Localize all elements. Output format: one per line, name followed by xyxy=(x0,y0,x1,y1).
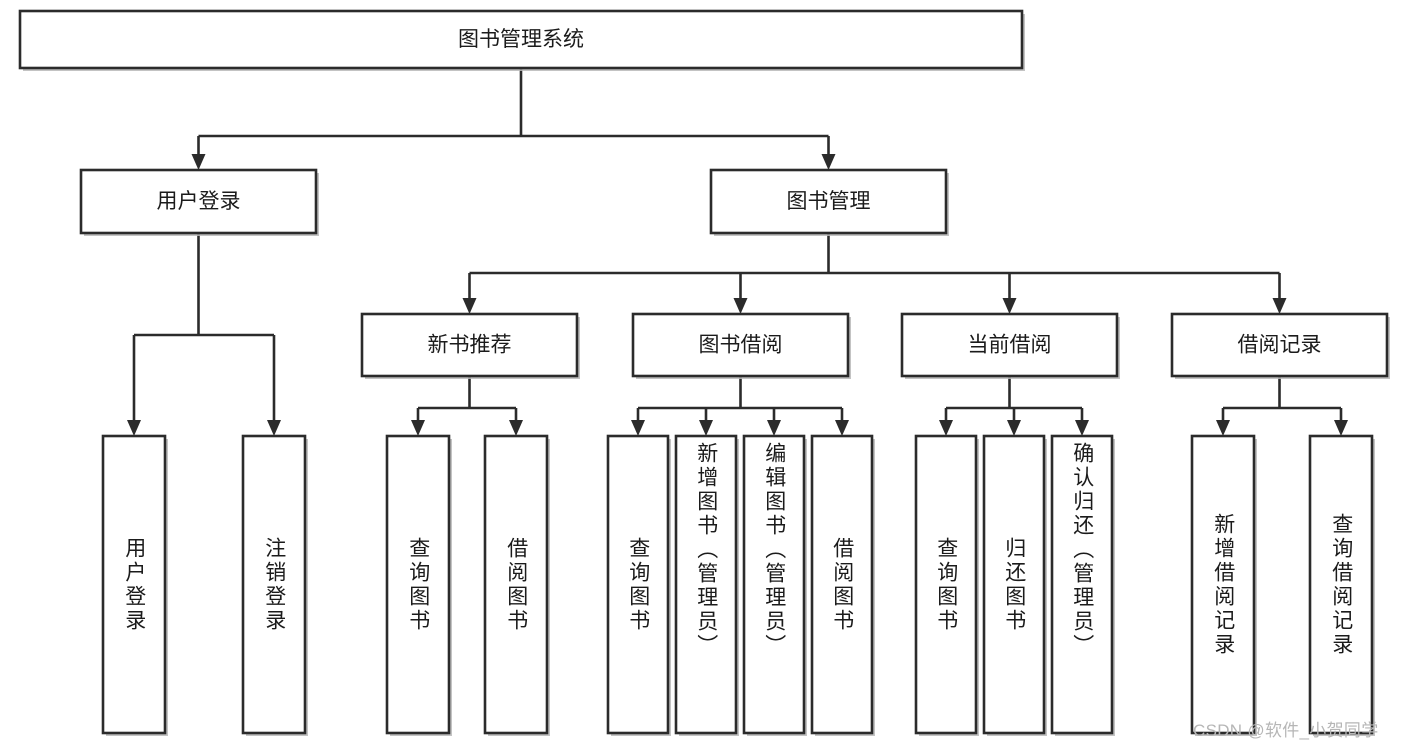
arrow-head xyxy=(699,420,713,436)
arrow-head xyxy=(1002,298,1017,314)
node-label-level2-0: 用户登录 xyxy=(157,190,241,213)
arrow-head xyxy=(1007,420,1021,436)
node-box-leaf-8[interactable] xyxy=(914,434,978,735)
node-box-leaf-2[interactable] xyxy=(385,434,451,735)
arrow-head xyxy=(411,420,425,436)
arrow-head xyxy=(1272,298,1287,314)
connector-layer xyxy=(127,68,1348,436)
node-box-level2-0[interactable] xyxy=(79,168,318,235)
arrow-head xyxy=(631,420,645,436)
arrow-head xyxy=(821,154,836,170)
node-box-leaf-6[interactable] xyxy=(742,434,806,735)
node-box-leaf-10[interactable] xyxy=(1050,434,1114,735)
node-box-leaf-1[interactable] xyxy=(241,434,307,735)
node-label-level3-1: 图书借阅 xyxy=(699,334,783,357)
arrow-head xyxy=(1334,420,1348,436)
node-label-level3-3: 借阅记录 xyxy=(1238,334,1322,357)
arrow-head xyxy=(733,298,748,314)
arrow-head xyxy=(509,420,523,436)
node-box-level3-0[interactable] xyxy=(360,312,579,378)
arrow-head xyxy=(267,420,281,436)
node-box-leaf-3[interactable] xyxy=(483,434,549,735)
node-box-leaf-0[interactable] xyxy=(101,434,167,735)
node-box-level2-1[interactable] xyxy=(709,168,948,235)
arrow-head xyxy=(767,420,781,436)
node-box-leaf-12[interactable] xyxy=(1308,434,1374,735)
arrow-head xyxy=(462,298,477,314)
node-box-leaf-7[interactable] xyxy=(810,434,874,735)
node-box-leaf-11[interactable] xyxy=(1190,434,1256,735)
node-box-level3-2[interactable] xyxy=(900,312,1119,378)
node-label-root-0: 图书管理系统 xyxy=(458,28,584,51)
arrow-head xyxy=(191,154,206,170)
arrow-head xyxy=(1216,420,1230,436)
arrow-head xyxy=(127,420,141,436)
arrow-head xyxy=(835,420,849,436)
node-box-root-0[interactable] xyxy=(18,9,1024,70)
node-box-leaf-4[interactable] xyxy=(606,434,670,735)
node-box-leaf-9[interactable] xyxy=(982,434,1046,735)
arrow-head xyxy=(939,420,953,436)
node-box-leaf-5[interactable] xyxy=(674,434,738,735)
node-box-level3-1[interactable] xyxy=(631,312,850,378)
node-box-layer xyxy=(18,9,1390,736)
node-label-level2-1: 图书管理 xyxy=(787,190,871,213)
node-box-level3-3[interactable] xyxy=(1170,312,1389,378)
csdn-watermark: CSDN @软件_小贺同学 xyxy=(1193,721,1379,740)
node-label-level3-0: 新书推荐 xyxy=(428,334,512,357)
arrow-head xyxy=(1075,420,1089,436)
node-label-level3-2: 当前借阅 xyxy=(968,334,1052,357)
